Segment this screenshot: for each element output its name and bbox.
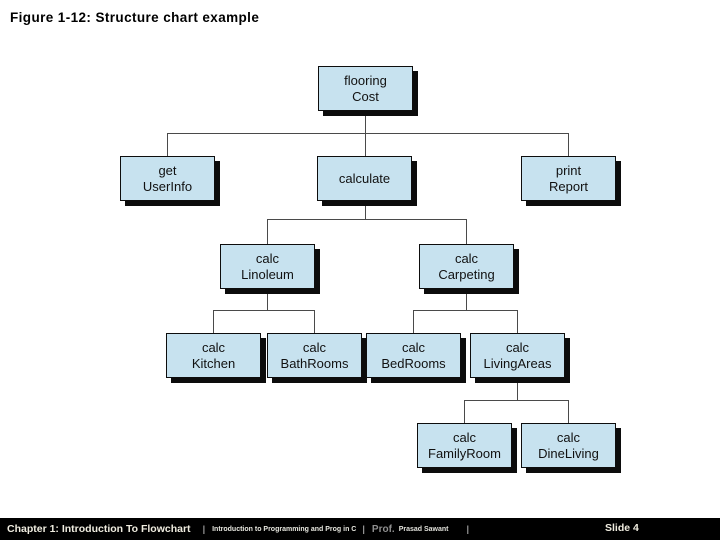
footer-course-title: Introduction to Programming and Prog in … (212, 525, 357, 533)
node-flooring-cost: flooring Cost (318, 66, 413, 111)
node-label: calc BedRooms (381, 339, 446, 371)
node-label: calc Carpeting (438, 250, 495, 282)
connector-line (267, 219, 467, 220)
footer-slide-number: Slide 4 (605, 522, 639, 534)
connector-line (213, 310, 315, 311)
node-label: calc Kitchen (191, 339, 236, 371)
node-label: print Report (548, 162, 589, 194)
connector-line (365, 111, 366, 133)
node-get-userinfo: get UserInfo (120, 156, 215, 201)
node-print-report: print Report (521, 156, 616, 201)
connector-line (365, 133, 366, 156)
footer-bar: Chapter 1: Introduction To Flowchart | I… (0, 518, 720, 540)
footer-professor-prefix: Prof. (371, 523, 395, 535)
node-label: calc BathRooms (280, 339, 349, 371)
footer-separator: | (362, 524, 365, 534)
node-label: calc DineLiving (538, 429, 599, 461)
node-calc-carpeting: calc Carpeting (419, 244, 514, 289)
node-calc-linoleum: calc Linoleum (220, 244, 315, 289)
connector-line (466, 289, 467, 310)
connector-line (167, 133, 168, 156)
connector-line (267, 289, 268, 310)
node-label: flooring Cost (344, 72, 387, 104)
connector-line (413, 310, 414, 333)
node-calc-bedrooms: calc BedRooms (366, 333, 461, 378)
node-label: calculate (338, 170, 391, 186)
node-calc-kitchen: calc Kitchen (166, 333, 261, 378)
node-calc-bathrooms: calc BathRooms (267, 333, 362, 378)
node-calc-livingareas: calc LivingAreas (470, 333, 565, 378)
footer-separator: | (466, 524, 470, 534)
node-label: get UserInfo (142, 162, 193, 194)
connector-line (413, 310, 518, 311)
connector-line (517, 310, 518, 333)
footer-chapter-title: Chapter 1: Introduction To Flowchart (7, 523, 191, 535)
connector-line (568, 133, 569, 156)
connector-line (466, 219, 467, 244)
figure-title: Figure 1-12: Structure chart example (10, 10, 260, 25)
connector-line (517, 378, 518, 400)
connector-line (464, 400, 465, 423)
connector-line (167, 133, 569, 134)
connector-line (213, 310, 214, 333)
node-label: calc FamilyRoom (428, 429, 501, 461)
node-label: calc Linoleum (241, 250, 294, 282)
node-label: calc LivingAreas (483, 339, 552, 371)
node-calculate: calculate (317, 156, 412, 201)
connector-line (464, 400, 569, 401)
node-calc-dineliving: calc DineLiving (521, 423, 616, 468)
footer-professor-name: Prasad Sawant (398, 525, 449, 533)
connector-line (314, 310, 315, 333)
connector-line (365, 201, 366, 219)
node-calc-familyroom: calc FamilyRoom (417, 423, 512, 468)
footer-separator: | (202, 524, 206, 534)
connector-line (568, 400, 569, 423)
connector-line (267, 219, 268, 244)
